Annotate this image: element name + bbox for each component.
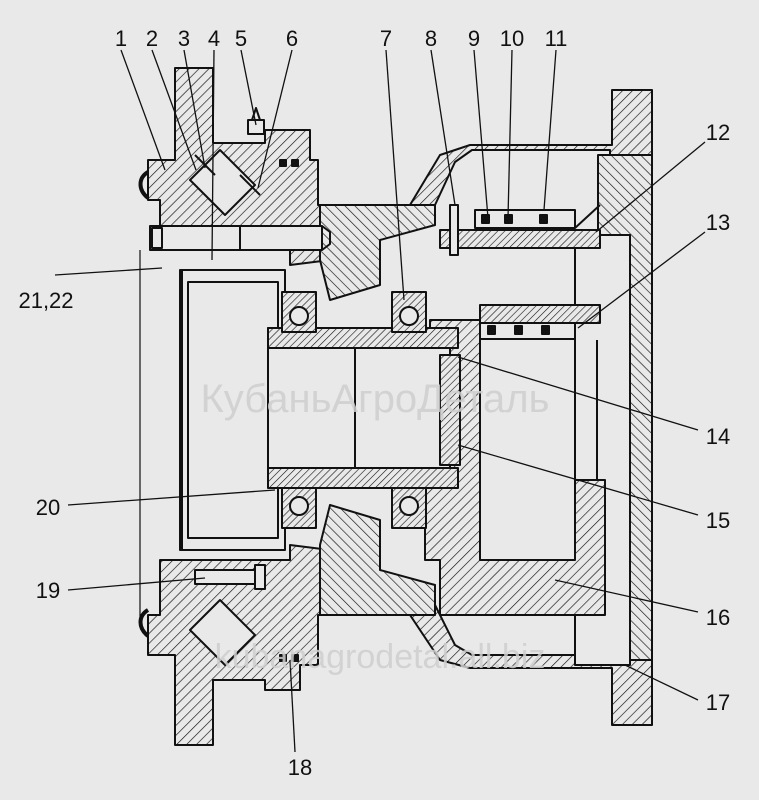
callout-13: 13 bbox=[706, 210, 730, 235]
callout-17: 17 bbox=[706, 690, 730, 715]
leader-17 bbox=[624, 664, 699, 701]
bearing-ball bbox=[289, 306, 309, 326]
bolt-21-22 bbox=[149, 225, 323, 251]
callout-4: 4 bbox=[208, 26, 220, 51]
leader-2 bbox=[151, 49, 197, 171]
leader-1 bbox=[120, 49, 166, 171]
hub-upper bbox=[319, 204, 436, 301]
leader-9 bbox=[473, 49, 489, 219]
leader-20 bbox=[67, 489, 276, 506]
leader-6 bbox=[257, 49, 293, 189]
bolt-head bbox=[151, 227, 163, 249]
leader-21-22 bbox=[54, 267, 163, 276]
screw-19 bbox=[194, 569, 256, 585]
leader-19 bbox=[67, 577, 206, 591]
bearing-ball bbox=[289, 496, 309, 516]
leader-3 bbox=[183, 49, 206, 169]
grease-fitting bbox=[247, 119, 265, 135]
leader-13 bbox=[577, 231, 706, 329]
callout-5: 5 bbox=[235, 26, 247, 51]
leader-18 bbox=[289, 659, 296, 753]
leader-7 bbox=[385, 49, 405, 301]
callout-16: 16 bbox=[706, 605, 730, 630]
plug-8 bbox=[449, 204, 459, 256]
watermark-bottom: kubanagrodetal.all.biz bbox=[215, 638, 546, 676]
callout-11: 11 bbox=[545, 26, 568, 51]
callout-8: 8 bbox=[425, 26, 437, 51]
planet-pin-lower bbox=[479, 304, 601, 324]
bearing-ball bbox=[399, 496, 419, 516]
leader-4 bbox=[211, 49, 215, 261]
bearing-ball bbox=[399, 306, 419, 326]
callout-20: 20 bbox=[36, 495, 60, 520]
callout-1: 1 bbox=[115, 26, 127, 51]
callout-19: 19 bbox=[36, 578, 60, 603]
leader-5 bbox=[240, 49, 257, 126]
hub-lower bbox=[319, 504, 436, 616]
callout-21-22: 21,22 bbox=[18, 288, 73, 313]
leader-15 bbox=[457, 444, 699, 516]
planet-pin-upper bbox=[439, 229, 601, 249]
callout-2: 2 bbox=[146, 26, 158, 51]
callout-9: 9 bbox=[468, 26, 480, 51]
pin-chamfer bbox=[574, 204, 601, 229]
callout-15: 15 bbox=[706, 508, 730, 533]
seal-rings bbox=[481, 214, 550, 335]
callout-14: 14 bbox=[706, 424, 730, 449]
retaining-washer bbox=[439, 354, 461, 466]
fitting-tip bbox=[251, 107, 261, 121]
watermark-top: КубаньАгроДеталь bbox=[201, 377, 550, 421]
lip-seal-lower bbox=[138, 608, 150, 638]
leader-14 bbox=[457, 356, 699, 431]
shaft-collar-lower bbox=[267, 467, 459, 489]
needle-row-lower bbox=[479, 322, 576, 340]
callout-3: 3 bbox=[178, 26, 190, 51]
leader-8 bbox=[430, 49, 456, 206]
leader-16 bbox=[554, 579, 699, 613]
screw-head bbox=[254, 564, 266, 590]
callout-7: 7 bbox=[380, 26, 392, 51]
needle-row-upper bbox=[474, 209, 576, 229]
leader-11 bbox=[543, 49, 557, 211]
callout-10: 10 bbox=[500, 26, 524, 51]
tapered-bearing-lower bbox=[189, 599, 256, 666]
bolt-tip bbox=[321, 225, 331, 251]
seal-18 bbox=[279, 654, 299, 662]
callout-12: 12 bbox=[706, 120, 730, 145]
seal-top-small bbox=[279, 159, 299, 167]
leader-12 bbox=[595, 141, 706, 233]
callout-6: 6 bbox=[286, 26, 298, 51]
callout-18: 18 bbox=[288, 755, 312, 780]
lip-seal-upper bbox=[138, 170, 150, 200]
leader-10 bbox=[507, 49, 513, 219]
